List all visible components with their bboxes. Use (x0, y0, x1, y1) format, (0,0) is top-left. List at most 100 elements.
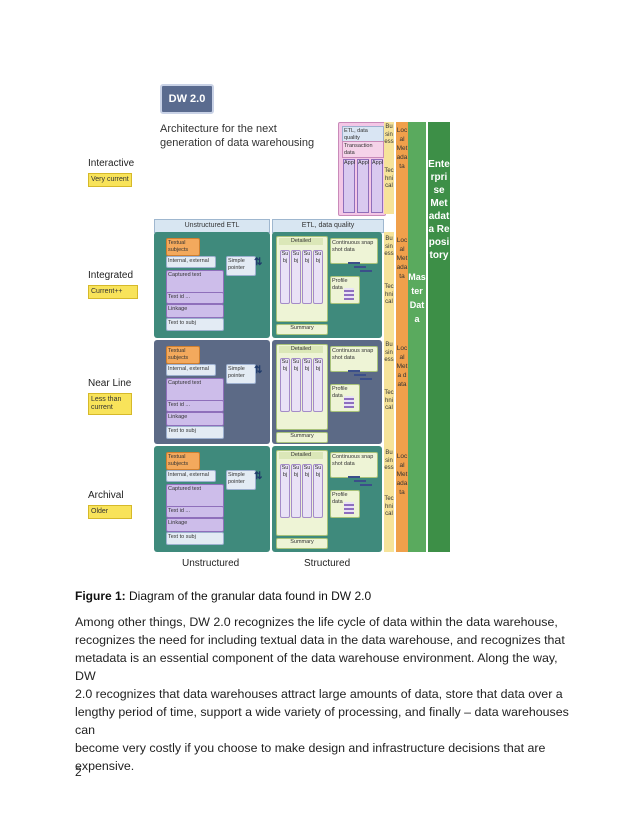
subj-column: Subj (280, 250, 290, 304)
local-metadata-label-2: Local Metadata (396, 237, 408, 280)
profile-grid-icon (344, 288, 354, 300)
text-to-subj: Text to subj (166, 426, 224, 439)
appl-label: Appl (372, 160, 384, 166)
pointer-arrows-icon: ⇅ (254, 257, 263, 268)
snapshot-bars-icon (348, 476, 374, 486)
text-to-subj: Text to subj (166, 318, 224, 331)
caption-label: Figure 1: (75, 589, 126, 603)
subj-column: Subj (302, 358, 312, 412)
linkage: Linkage (166, 518, 224, 532)
footer-structured: Structured (304, 558, 351, 569)
level-name: Archival (88, 490, 124, 501)
paragraph-line: become very costly if you choose to make… (75, 741, 546, 755)
captured-text: Captured text (166, 484, 224, 510)
caption-text: Diagram of the granular data found in DW… (125, 589, 372, 603)
business-label-1: Business (384, 236, 394, 257)
level-tag: Less than current (88, 393, 132, 415)
level-name: Integrated (88, 270, 134, 281)
paragraph-line: metadata is an essential component of th… (75, 651, 558, 683)
profile-grid-icon (344, 396, 354, 408)
local-metadata-stripe (396, 122, 408, 552)
footer-unstructured: Unstructured (182, 558, 240, 569)
pointer-arrows-icon: ⇅ (254, 471, 263, 482)
simple-pointer: Simple pointer (226, 364, 256, 384)
subj-column: Subj (291, 358, 301, 412)
textual-subjects: Textual subjects (166, 238, 200, 256)
linkage: Linkage (166, 412, 224, 426)
subj-column: Subj (291, 464, 301, 518)
master-data-label: Master Data (408, 272, 426, 324)
summary-box: Summary (276, 324, 328, 335)
snapshot-bars-icon (348, 262, 374, 272)
level-interactive: Interactive Very current (88, 158, 134, 187)
text-to-subj: Text to subj (166, 532, 224, 545)
paragraph-line: lengthy period of time, support a wide v… (75, 705, 569, 737)
interactive-box: ETL, data quality Transaction data Appl … (338, 122, 386, 216)
technical-label-1: Technical (384, 284, 394, 305)
detailed-label: Detailed (279, 452, 323, 459)
linkage: Linkage (166, 304, 224, 318)
transaction-label: Transaction data (342, 141, 384, 158)
level-name: Near Line (88, 378, 132, 389)
business-label-top: Business (384, 124, 394, 145)
paragraph-line: recognizes the need for including textua… (75, 633, 565, 647)
local-metadata-label-1: Local Metadata (396, 127, 408, 170)
business-technical-stripe (384, 232, 394, 552)
captured-text: Captured text (166, 378, 224, 404)
internal-external: Internal, external (166, 364, 216, 376)
pointer-arrows-icon: ⇅ (254, 365, 263, 376)
textual-subjects: Textual subjects (166, 346, 200, 364)
business-label-2: Business (384, 342, 394, 363)
figure-title: Architecture for the next generation of … (160, 122, 314, 150)
header-unstructured-etl: Unstructured ETL (154, 219, 270, 233)
local-meta-label-3: Local Meta data (396, 345, 408, 388)
subj-column: Subj (313, 250, 323, 304)
technical-label-top: Technical (384, 168, 394, 189)
snapshot-bars-icon (348, 370, 374, 380)
summary-box: Summary (276, 538, 328, 549)
subj-column: Subj (302, 250, 312, 304)
appl-label: Appl (358, 160, 370, 166)
subj-column: Subj (313, 358, 323, 412)
paragraph-line: 2.0 recognizes that data warehouses attr… (75, 687, 563, 701)
enterprise-metadata-stripe (428, 122, 450, 552)
simple-pointer: Simple pointer (226, 470, 256, 490)
subj-column: Subj (280, 358, 290, 412)
body-paragraph: Among other things, DW 2.0 recognizes th… (75, 613, 575, 775)
enterprise-metadata-label: Enterprise Metadata Repository (428, 159, 450, 261)
summary-box: Summary (276, 432, 328, 443)
level-name: Interactive (88, 158, 135, 169)
subj-column: Subj (302, 464, 312, 518)
text-id: Text id ... (166, 506, 224, 518)
paragraph-line: expensive. (75, 759, 135, 773)
top-business-stripe (384, 122, 394, 214)
figure-caption: Figure 1: Diagram of the granular data f… (75, 589, 371, 603)
continuous-snapshot: Continuous snap shot data (330, 452, 378, 478)
subj-column: Subj (313, 464, 323, 518)
profile-grid-icon (344, 502, 354, 514)
internal-external: Internal, external (166, 256, 216, 268)
technical-label-2: Technical (384, 390, 394, 411)
textual-subjects: Textual subjects (166, 452, 200, 470)
header-structured-etl: ETL, data quality (272, 219, 384, 233)
level-archival: Archival Older (88, 490, 132, 519)
local-metadata-label-4: Local Metadata (396, 453, 408, 496)
paragraph-line: Among other things, DW 2.0 recognizes th… (75, 615, 558, 629)
figure-title-line2: generation of data warehousing (160, 137, 315, 149)
business-label-3: Business (384, 450, 394, 471)
dw-badge: DW 2.0 (160, 84, 214, 114)
subj-column: Subj (291, 250, 301, 304)
detailed-label: Detailed (279, 346, 323, 353)
continuous-snapshot: Continuous snap shot data (330, 346, 378, 372)
level-tag: Older (88, 505, 132, 519)
text-id: Text id ... (166, 292, 224, 304)
subj-column: Subj (280, 464, 290, 518)
master-data-stripe (408, 122, 426, 552)
page-number: 2 (75, 765, 82, 779)
level-tag: Very current (88, 173, 132, 187)
level-nearline: Near Line Less than current (88, 378, 132, 415)
text-id: Text id ... (166, 400, 224, 412)
level-tag: Current++ (88, 285, 138, 299)
simple-pointer: Simple pointer (226, 256, 256, 276)
detailed-label: Detailed (279, 238, 323, 245)
